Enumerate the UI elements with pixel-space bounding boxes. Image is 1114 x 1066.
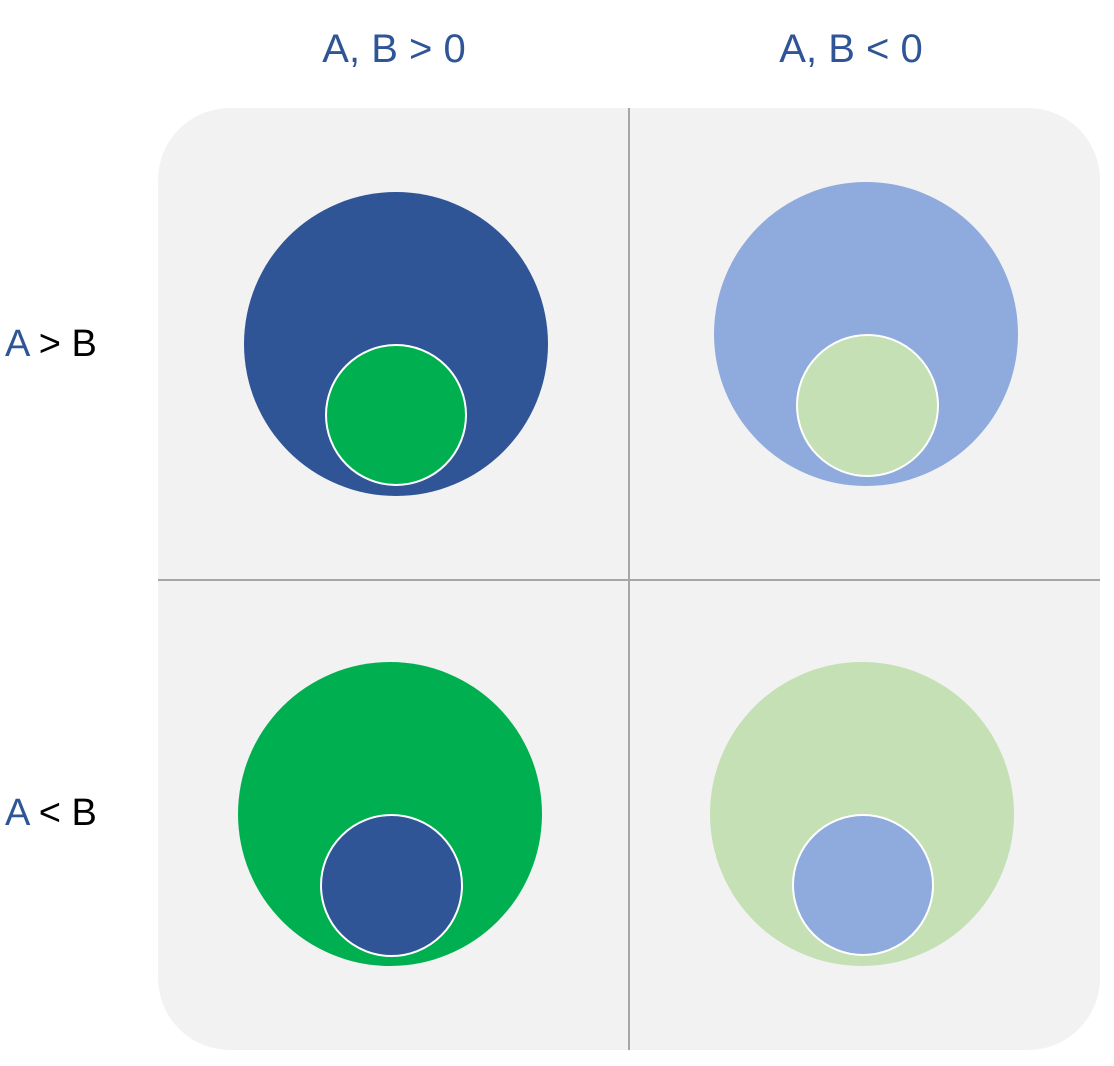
inner-circle-top-left — [325, 344, 467, 486]
row-header-a-greater-b: A > B — [5, 322, 97, 366]
inner-circle-bottom-left — [320, 814, 463, 957]
row-header-relation: > B — [28, 323, 97, 365]
inner-circle-top-right — [796, 334, 939, 477]
inner-circle-bottom-right — [792, 814, 934, 956]
row-header-variable: A — [5, 323, 29, 365]
row-header-a-less-b: A < B — [5, 791, 97, 835]
column-header-positive: A, B > 0 — [322, 27, 466, 71]
column-header-negative: A, B < 0 — [779, 27, 923, 71]
row-header-relation: < B — [28, 792, 97, 834]
horizontal-divider — [158, 579, 1100, 581]
row-header-variable: A — [5, 792, 29, 834]
quadrant-panel — [158, 108, 1100, 1050]
